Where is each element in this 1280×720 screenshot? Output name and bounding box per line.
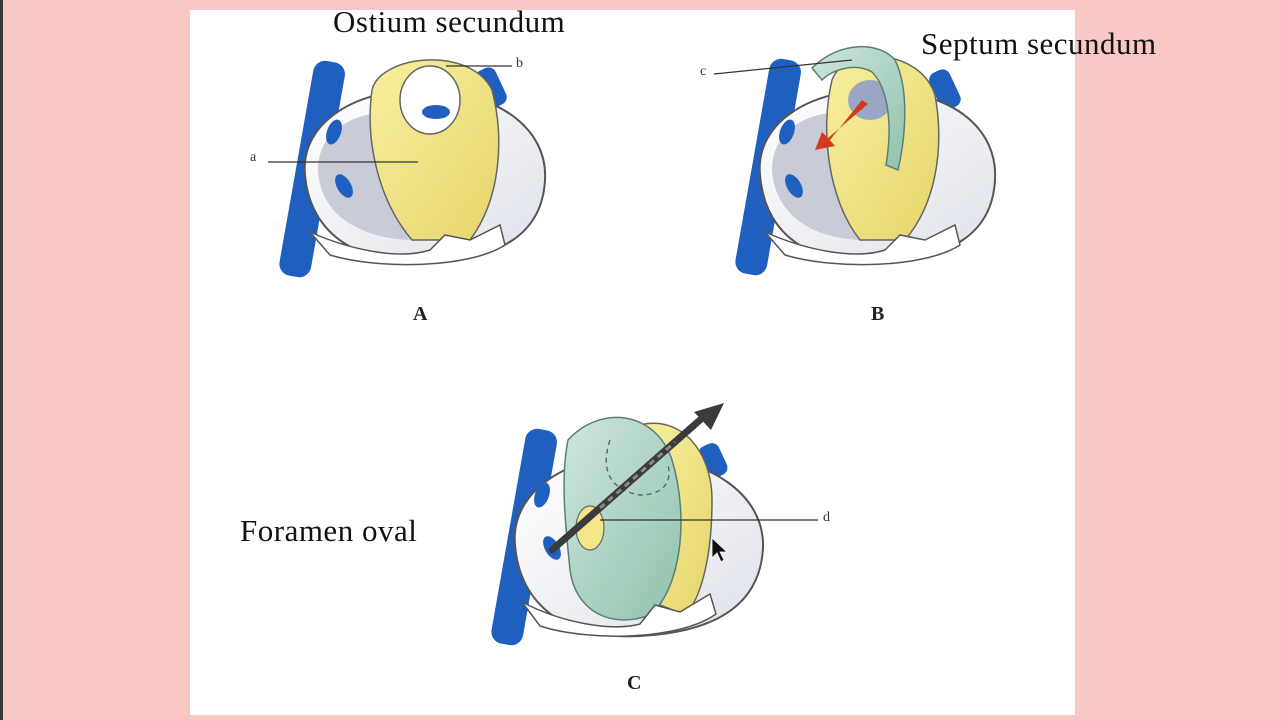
- ventricle-rim-a: [309, 223, 506, 266]
- shunt-arrow-dashed: [599, 440, 676, 510]
- vein-opening-c1: [534, 482, 550, 508]
- vein-opening-b1: [779, 119, 795, 145]
- pointer-label-b: b: [516, 56, 523, 71]
- label-foramen-oval: Foramen oval: [240, 513, 418, 548]
- ostium-vein-a: [422, 105, 450, 119]
- pointer-label-a: a: [250, 150, 257, 165]
- heart-diagram-a: [268, 59, 547, 278]
- vein-opening-a2: [335, 174, 353, 198]
- pointer-label-c: c: [700, 64, 707, 79]
- pointer-line-c: [713, 59, 853, 75]
- heart-diagram-c: [491, 403, 818, 646]
- panel-letter-b: B: [871, 303, 885, 325]
- pointer-label-d: d: [823, 510, 830, 525]
- panel-letter-c: C: [627, 672, 642, 694]
- septum-outline-dashed: [605, 439, 670, 496]
- red-arrow-b: [815, 100, 868, 150]
- label-ostium-secundum: Ostium secundum: [333, 4, 566, 39]
- mouse-cursor-icon: [711, 537, 729, 563]
- ostium-secundum-hole: [399, 65, 461, 135]
- vein-opening-a1: [326, 119, 342, 145]
- ventricle-rim-c: [521, 592, 717, 637]
- panel-letter-a: A: [413, 303, 428, 325]
- left-frame-edge: [0, 0, 3, 720]
- shunt-arrow-head: [694, 403, 724, 430]
- label-septum-secundum: Septum secundum: [921, 26, 1157, 61]
- pulmonary-vein-b: [929, 69, 961, 110]
- septum-secundum-b: [810, 45, 906, 172]
- heart-diagram-b: [713, 45, 997, 276]
- ventricle-rim-b: [764, 223, 961, 266]
- vein-opening-b2: [785, 174, 803, 198]
